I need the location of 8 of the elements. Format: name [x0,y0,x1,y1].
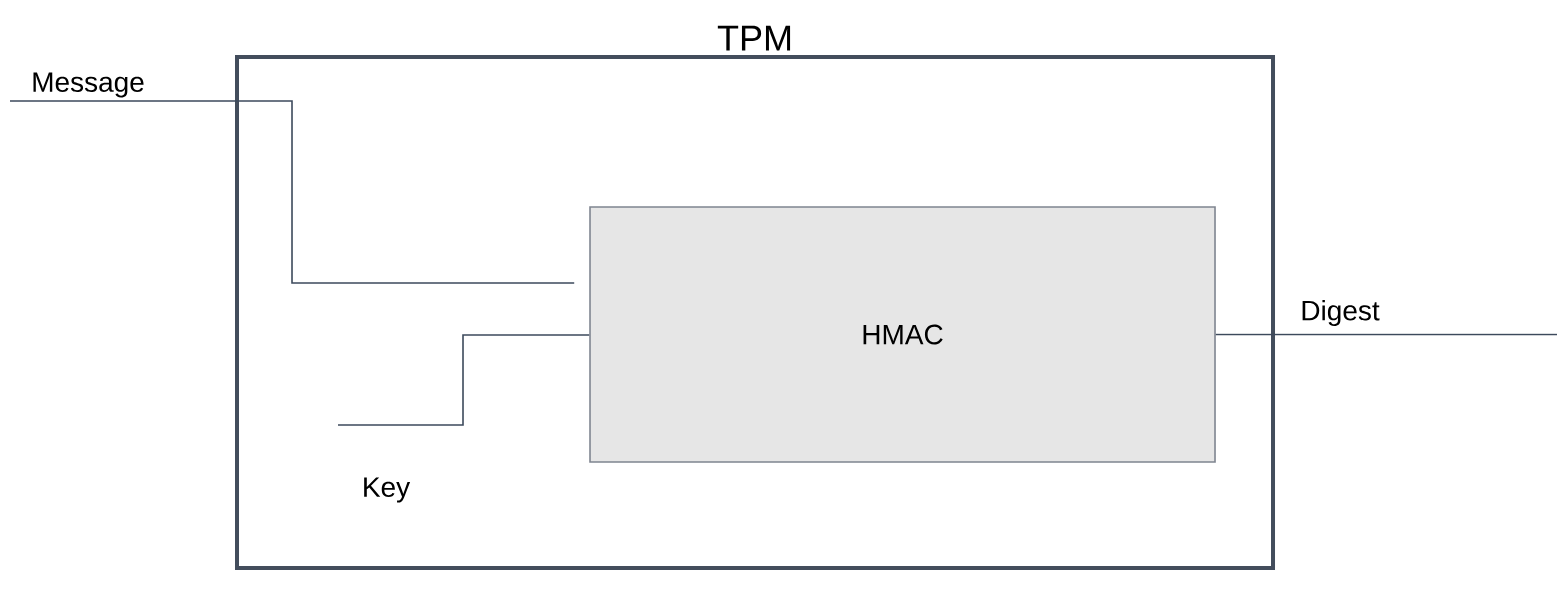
connector-line [1215,333,1557,336]
edge-label: Digest [1298,297,1382,329]
connector-line [337,334,590,426]
node-label: TPM [717,25,791,51]
edge-label: Key [359,475,413,505]
process-box: HMAC [589,206,1216,463]
edge-label: Message [29,70,147,100]
connector-line [9,100,575,284]
